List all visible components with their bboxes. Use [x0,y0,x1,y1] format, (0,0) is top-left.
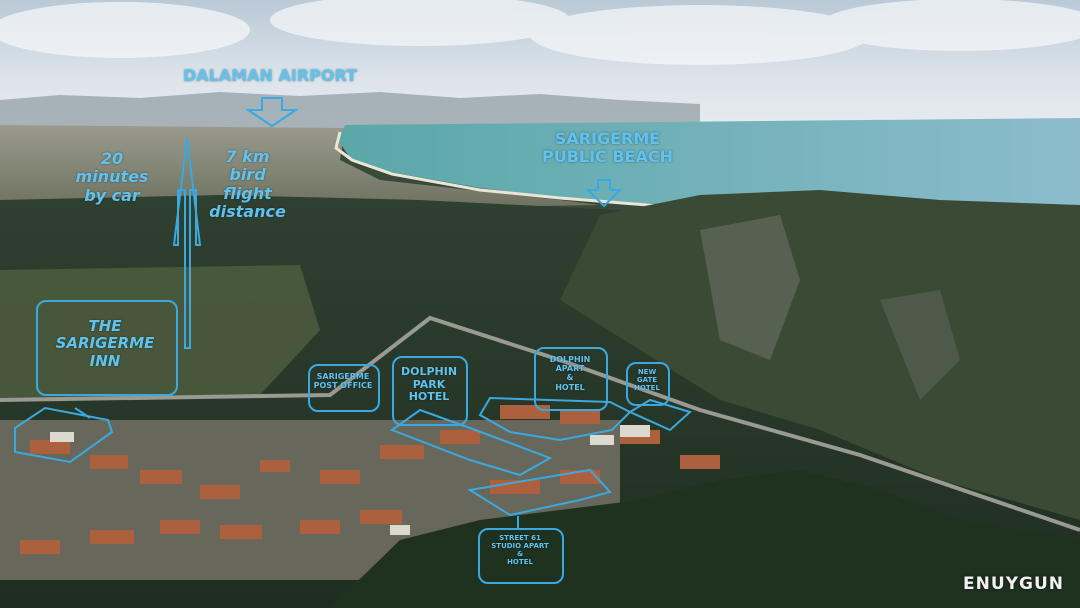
inn-label: THE SARIGERME INN [55,317,155,370]
bird-flight-label: 7 km bird flight distance [209,147,286,222]
new-gate-label: NEW GATE HOTEL [634,368,660,393]
drive-time-label: 20 minutes by car [75,149,149,205]
inn-outline [14,406,114,464]
airport-label: DALAMAN AIRPORT [182,66,357,85]
distant-mountains [0,92,700,130]
watermark: ENUYGUN [963,574,1064,594]
dolphin-apart-label-box [534,347,608,411]
post-office-label: SARIGERME POST OFFICE [313,372,373,391]
plain [0,125,600,215]
dolphin-apart-outline [478,396,632,442]
dolphin-park-label-box [392,356,468,426]
inn-pointer [74,407,91,419]
street61-outline [467,468,612,517]
annotations [14,97,692,528]
beach-line [334,131,661,208]
rock-face-2 [880,290,960,400]
inn-label-box [36,300,178,396]
fields [0,265,320,400]
new-gate-label-box [626,362,670,406]
hill [560,190,1080,520]
post-office-label-box [308,364,380,412]
beach-down-arrow [585,179,623,208]
rock-face [700,215,800,360]
dolphin-park-label: DOLPHIN PARK HOTEL [400,365,458,404]
beach-label: SARIGERME PUBLIC BEACH [541,129,673,167]
street61-label: STREET 61 STUDIO APART & HOTEL [491,534,549,567]
dolphin-park-outline [389,408,553,477]
foreground-trees [330,470,1080,608]
dolphin-apart-label: DOLPHIN APART & HOTEL [549,355,591,392]
sea [338,118,1080,212]
clouds [0,0,1080,65]
distance-up-arrow [172,137,202,349]
street61-label-box [478,528,564,584]
airport-down-arrow [244,97,300,128]
road [0,315,1080,532]
